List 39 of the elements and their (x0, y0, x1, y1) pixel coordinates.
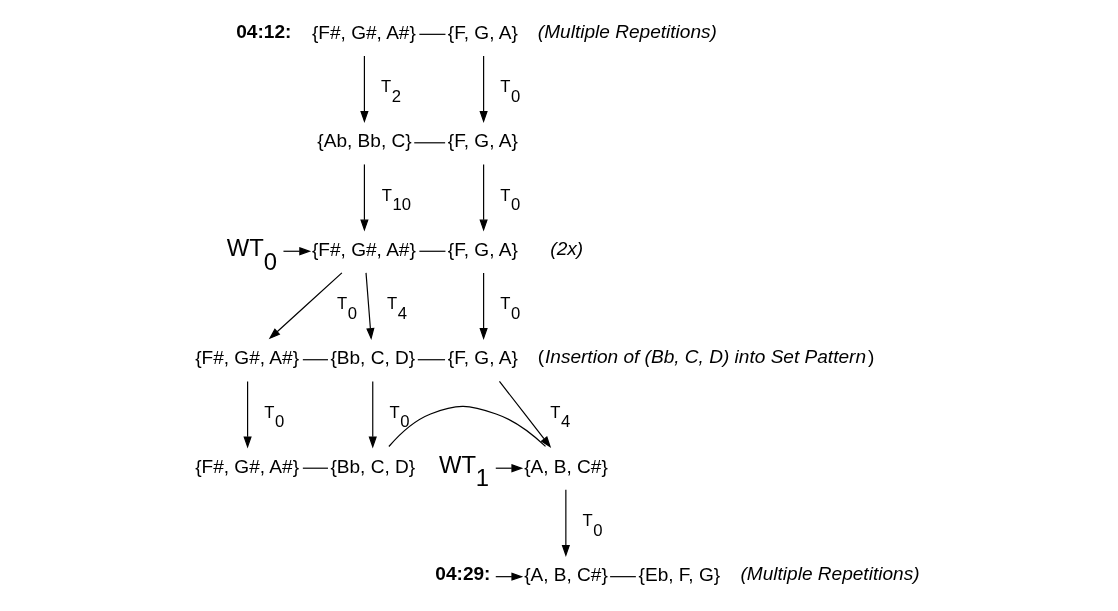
connector (417, 359, 446, 361)
node-text: 04:29: (435, 563, 491, 585)
node-text: {Bb, C, D} (330, 455, 416, 477)
node-label: (Multiple Repetitions) (740, 563, 920, 585)
node-text: {F, G, A} (447, 130, 518, 152)
node-text: {Ab, Bb, C} (317, 130, 412, 152)
connector (418, 250, 447, 252)
node-text: {F#, G#, A#} (195, 455, 300, 477)
label: 04:12: (236, 20, 292, 42)
node-label: (Multiple Repetitions) (537, 20, 717, 42)
node-text: {Bb, C, D} (330, 347, 416, 369)
connector (388, 405, 547, 448)
arrow (479, 272, 488, 340)
node-text: {F#, G#, A#} (311, 21, 416, 43)
arrow (498, 380, 552, 449)
node-text: {A, B, C#} (524, 564, 608, 586)
node-text: {A, B, C#} (524, 455, 608, 477)
connector (413, 142, 446, 144)
arrow (360, 163, 369, 232)
arrow (479, 55, 488, 123)
connector (302, 359, 329, 361)
arrow (479, 163, 488, 232)
arrow (243, 380, 252, 449)
node-label: (Insertion of (Bb, C, D) into Set Pattern) (537, 346, 875, 368)
node-text: {F, G, A} (447, 347, 518, 369)
node-text: {F#, G#, A#} (195, 347, 300, 369)
connector (302, 467, 329, 469)
connector (418, 33, 447, 35)
arrow (360, 55, 369, 123)
arrow (561, 489, 571, 557)
arrow (365, 272, 375, 340)
arrow (268, 272, 343, 340)
arrow (368, 380, 377, 449)
node-label: (2x) (550, 237, 584, 259)
node-text: {F#, G#, A#} (311, 238, 416, 260)
node-text: {F, G, A} (447, 238, 518, 260)
node-text: {Eb, F, G} (638, 564, 721, 586)
connector (609, 576, 637, 578)
node-text: {F, G, A} (447, 21, 518, 43)
